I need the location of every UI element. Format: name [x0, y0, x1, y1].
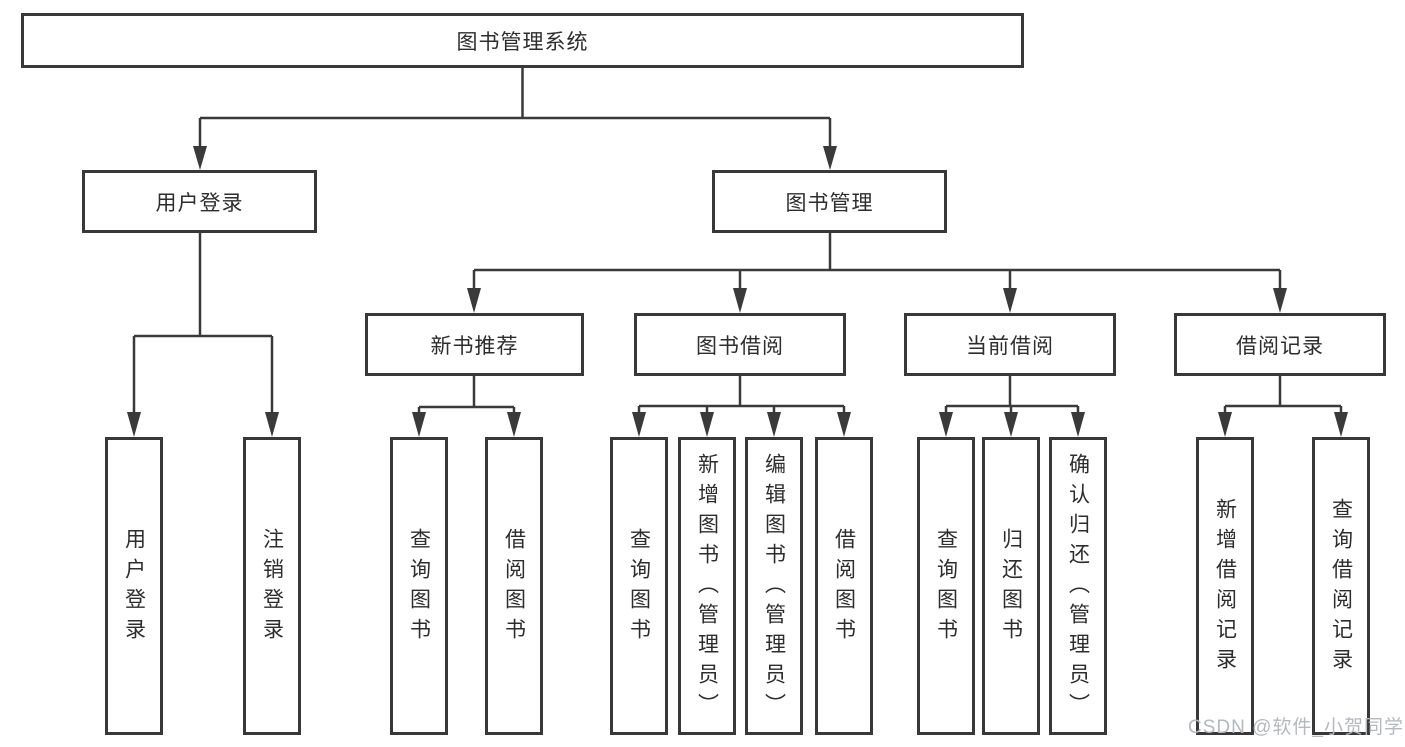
leaf-return-book: 归还图书 [982, 437, 1040, 735]
leaf-add-book-admin: 新增图书（管理员） [678, 437, 736, 735]
leaf-edit-book-admin: 编辑图书（管理员） [745, 437, 803, 735]
node-current-borrowing: 当前借阅 [904, 313, 1116, 376]
leaf-borrow-books-recommend: 借阅图书 [485, 437, 543, 735]
node-new-book-recommendation: 新书推荐 [365, 313, 584, 376]
connector-new-book-to-leaves [412, 376, 521, 437]
leaf-query-books-recommend: 查询图书 [390, 437, 448, 735]
node-system-root: 图书管理系统 [21, 13, 1024, 68]
connector-borrow-records-to-leaves [1218, 376, 1348, 437]
leaf-user-login: 用户登录 [105, 437, 163, 735]
leaf-query-books-borrowing: 查询图书 [610, 437, 668, 735]
connector-user-login-to-leaves [127, 233, 279, 437]
node-book-borrowing: 图书借阅 [634, 313, 846, 376]
node-borrowing-records: 借阅记录 [1174, 313, 1386, 376]
connector-book-borrowing-to-leaves [632, 376, 851, 437]
leaf-add-borrow-record: 新增借阅记录 [1196, 437, 1254, 735]
connector-book-management-to-level3 [467, 233, 1287, 313]
leaf-query-borrow-record: 查询借阅记录 [1312, 437, 1370, 735]
leaf-borrow-books-borrowing: 借阅图书 [815, 437, 873, 735]
leaf-logout: 注销登录 [243, 437, 301, 735]
node-user-login: 用户登录 [82, 170, 317, 233]
node-book-management: 图书管理 [712, 170, 947, 233]
connector-current-borrowing-to-leaves [939, 376, 1085, 437]
watermark: CSDN @软件_小贺同学 [1188, 717, 1404, 738]
leaf-confirm-return-admin: 确认归还（管理员） [1049, 437, 1107, 735]
leaf-query-books-current: 查询图书 [917, 437, 975, 735]
connector-root-to-level2 [193, 68, 837, 170]
